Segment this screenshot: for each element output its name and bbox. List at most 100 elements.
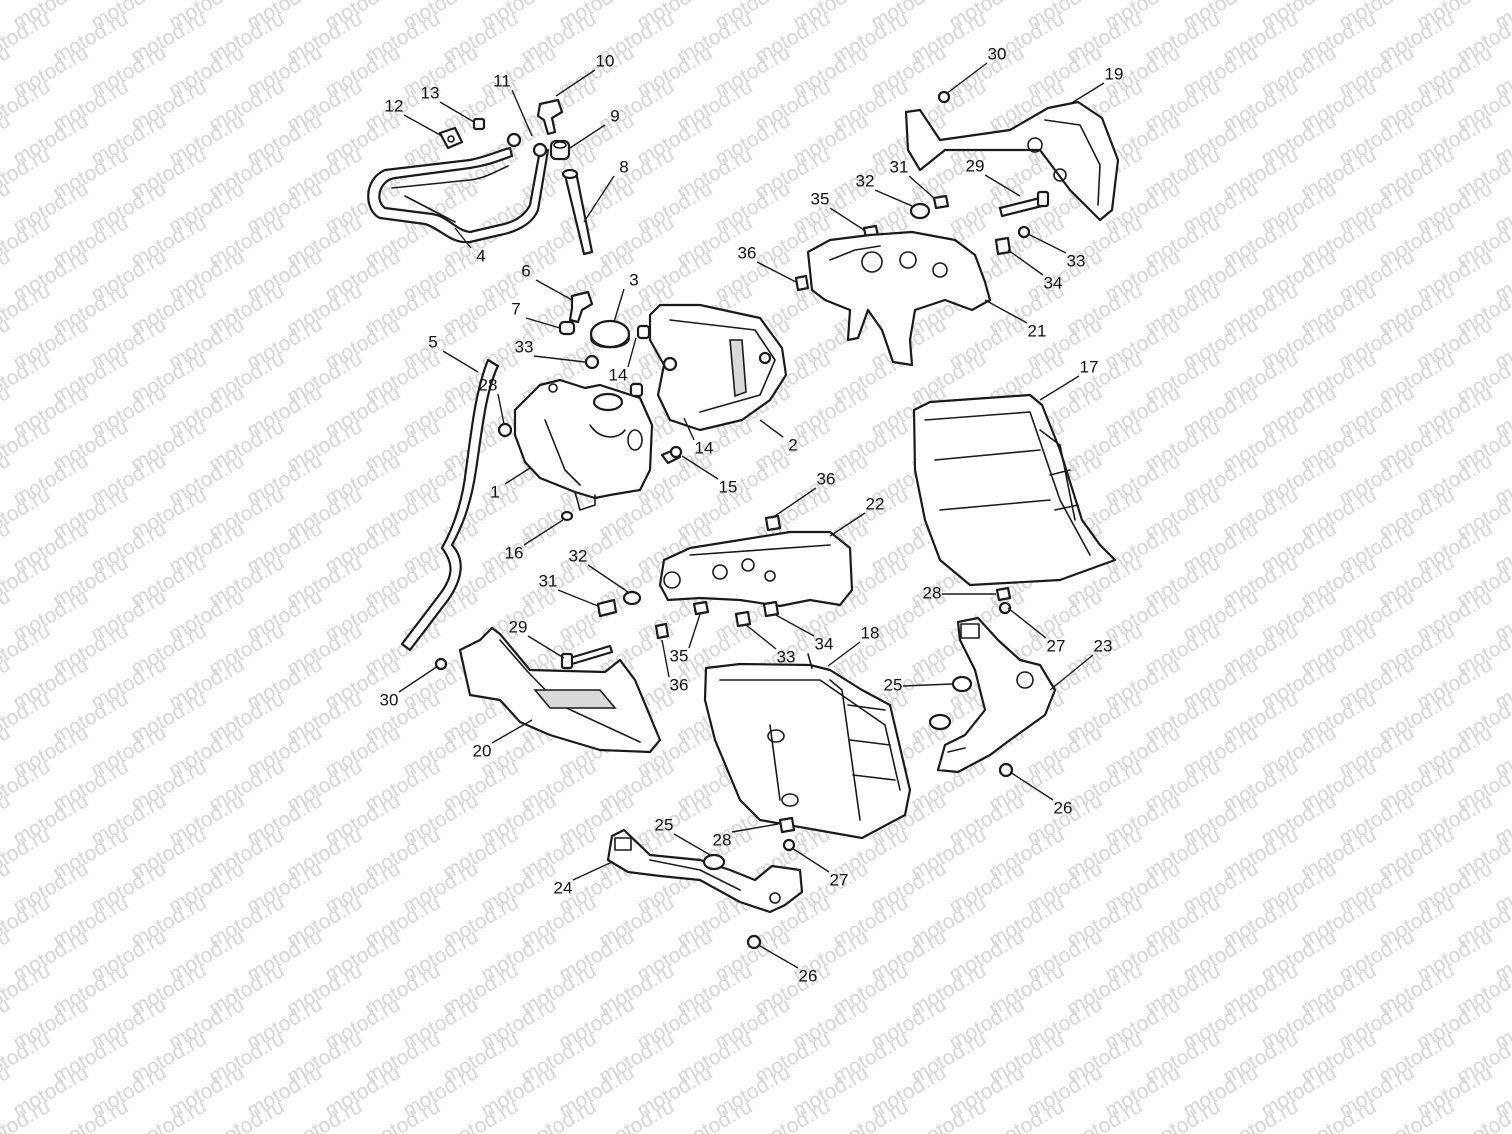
part-31-32-mid [596,590,642,618]
callout-leader-32 [587,564,629,593]
callout-label-27: 27 [1047,636,1066,655]
callout-label-31: 31 [539,571,558,590]
callout-label-10: 10 [596,51,615,70]
callout-label-3: 3 [629,270,638,289]
part-23-bracket [936,616,1057,774]
part-26-bolt-right [998,762,1014,778]
part-24-bracket [606,828,804,914]
callout-leader-20 [491,719,533,744]
part-29-bolt-mid [560,644,614,670]
callout-label-12: 12 [385,96,404,115]
callout-label-24: 24 [554,878,573,897]
callout-label-9: 9 [610,106,619,125]
callout-label-7: 7 [511,299,520,318]
callout-leader-33 [1027,233,1067,254]
part-33-nut-a [584,354,600,370]
callout-leader-14 [627,337,637,368]
part-27-28-lower [778,816,796,852]
part-30-screw-mid [434,657,448,671]
callout-leader-27 [791,847,830,873]
callout-label-34: 34 [815,634,834,653]
part-33-34-top [994,225,1031,256]
callout-leader-10 [555,69,596,97]
callout-label-33: 33 [1067,251,1086,270]
part-11-clamps [506,132,548,158]
part-5-hose [400,358,500,652]
callout-leader-34 [773,613,815,637]
part-19-bracket [904,90,1120,222]
part-15-bolt [660,445,683,465]
callout-label-18: 18 [861,623,880,642]
callout-leader-14 [683,417,695,441]
callout-label-28: 28 [923,583,942,602]
part-18-tray [703,653,912,840]
callout-label-27: 27 [830,870,849,889]
callout-leader-29 [984,174,1021,197]
part-33-34-mid [734,600,780,628]
part-35-clip-mid [692,600,710,616]
callout-leader-23 [1049,654,1094,691]
callout-label-32: 32 [856,171,875,190]
callout-label-2: 2 [788,435,797,454]
callout-label-29: 29 [509,617,528,636]
callout-leader-35 [829,207,865,231]
callout-leader-21 [984,299,1028,324]
callout-label-26: 26 [1054,798,1073,817]
part-2-cover [648,303,788,432]
callout-label-36: 36 [738,243,757,262]
callout-leader-28 [731,823,779,833]
callout-leader-6 [535,279,573,301]
callout-label-20: 20 [473,741,492,760]
callout-leader-28 [497,393,505,425]
callout-leader-2 [759,419,784,438]
part-12-clamp [438,126,464,150]
callout-label-36: 36 [817,469,836,488]
callout-leader-30 [945,62,988,95]
part-27-28-right [995,586,1012,615]
callout-leader-13 [439,101,475,123]
part-36-clip-mid [654,622,670,640]
part-16-oring [560,510,574,522]
callout-leader-36 [756,261,797,283]
callout-label-23: 23 [1094,636,1113,655]
callout-label-14: 14 [695,438,714,457]
part-31-32-top [909,194,950,220]
callout-label-35: 35 [811,189,830,208]
callout-label-29: 29 [966,156,985,175]
callout-leader-34 [1007,249,1044,276]
callout-leader-25 [902,683,953,687]
callout-leader-15 [681,455,719,480]
part-25-grommets-right [928,675,973,731]
callout-label-25: 25 [655,815,674,834]
callout-label-11: 11 [493,71,511,90]
part-1-tank [497,378,654,511]
part-13-screw [472,117,486,131]
callout-label-21: 21 [1028,321,1047,340]
callout-leader-7 [525,317,561,329]
callout-leader-33 [744,623,777,650]
callout-leader-26 [759,945,799,969]
callout-leader-11 [511,89,533,137]
callout-leader-36 [661,639,670,678]
callout-leader-24 [572,861,613,881]
callout-label-16: 16 [505,543,524,562]
callout-leader-12 [403,114,443,137]
callout-label-8: 8 [619,157,628,176]
callout-leader-35 [688,613,701,649]
callout-leader-31 [557,589,599,607]
callout-label-22: 22 [866,494,885,513]
callout-label-32: 32 [569,546,588,565]
callout-leader-22 [829,512,866,537]
callout-label-6: 6 [521,261,530,280]
callout-leader-36 [771,487,817,519]
callout-leader-32 [874,189,913,207]
callout-leader-30 [398,665,439,693]
callout-label-5: 5 [428,332,437,351]
callout-label-19: 19 [1105,64,1124,83]
callout-leader-9 [569,124,606,149]
callout-label-36: 36 [670,675,689,694]
callout-leader-3 [613,288,625,323]
callout-leader-27 [1007,607,1047,639]
callout-label-15: 15 [719,477,738,496]
